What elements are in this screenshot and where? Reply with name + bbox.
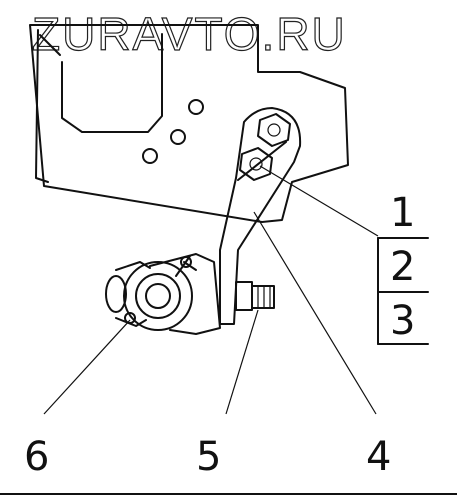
nut-lower <box>239 147 273 181</box>
callout-6: 6 <box>24 434 49 480</box>
callout-5: 5 <box>196 434 221 480</box>
callout-3: 3 <box>390 298 415 344</box>
frame-hole <box>170 129 186 145</box>
callout-4: 4 <box>366 434 391 480</box>
frame-bracket <box>29 24 349 223</box>
callout-2: 2 <box>390 244 415 290</box>
frame-hole <box>188 99 204 115</box>
callout-1: 1 <box>390 190 415 236</box>
leader-lines <box>43 165 379 415</box>
nut-upper <box>257 113 291 147</box>
threaded-fitting <box>235 281 275 311</box>
watermark-text: ZURAVTO.RU <box>32 8 347 60</box>
callout-table <box>377 237 429 345</box>
frame-hole <box>142 148 158 164</box>
coupling-head <box>105 253 221 335</box>
